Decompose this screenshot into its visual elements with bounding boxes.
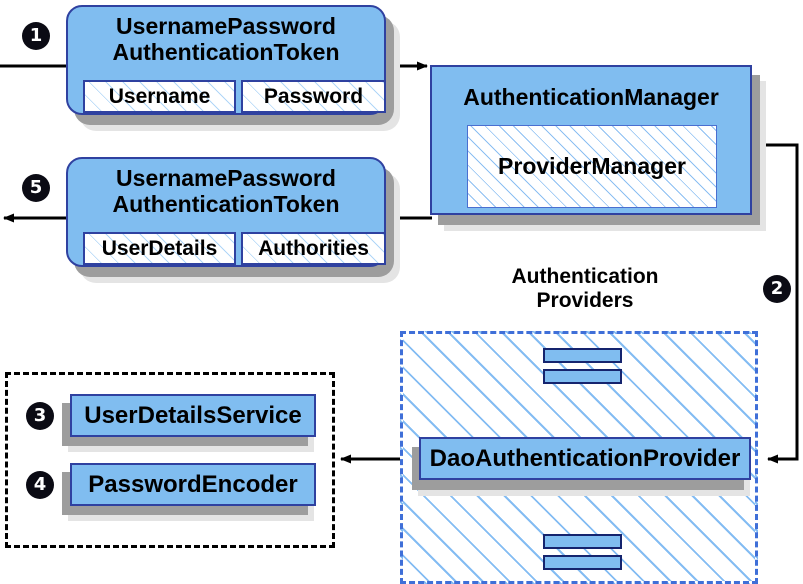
request-token-title-line1: UsernamePassword [116, 13, 336, 39]
authentication-manager[interactable]: AuthenticationManager ProviderManager [430, 65, 752, 215]
request-token-title: UsernamePassword AuthenticationToken [68, 13, 384, 66]
provider-manager[interactable]: ProviderManager [467, 125, 717, 208]
step-badge-2: 2 [763, 275, 791, 303]
user-details-service[interactable]: UserDetailsService [70, 394, 316, 437]
password-encoder[interactable]: PasswordEncoder [70, 463, 316, 506]
provider-placeholder-top-2[interactable] [543, 369, 622, 384]
authentication-manager-title: AuthenticationManager [463, 84, 719, 110]
authentication-providers-caption: Authentication Providers [460, 265, 710, 312]
provider-placeholder-bottom-2[interactable] [543, 555, 622, 570]
step-badge-1: 1 [22, 22, 50, 50]
response-token-title-line1: UsernamePassword [116, 165, 336, 191]
provider-placeholder-top-1[interactable] [543, 348, 622, 363]
providers-caption-line1: Authentication [511, 265, 659, 288]
services-container [5, 372, 335, 548]
provider-placeholder-bottom-1[interactable] [543, 534, 622, 549]
request-token[interactable]: UsernamePassword AuthenticationToken Use… [66, 5, 386, 115]
request-token-field-password[interactable]: Password [241, 80, 386, 113]
step-badge-3: 3 [26, 402, 54, 430]
response-token-title: UsernamePassword AuthenticationToken [68, 165, 384, 218]
step-badge-5: 5 [22, 174, 50, 202]
response-token-title-line2: AuthenticationToken [112, 190, 340, 217]
step-badge-4: 4 [26, 471, 54, 499]
request-token-field-username[interactable]: Username [83, 80, 236, 113]
dao-authentication-provider[interactable]: DaoAuthenticationProvider [419, 437, 751, 480]
providers-caption-line2: Providers [536, 288, 634, 312]
response-token-field-authorities[interactable]: Authorities [241, 232, 386, 265]
response-token[interactable]: UsernamePassword AuthenticationToken Use… [66, 157, 386, 267]
request-token-title-line2: AuthenticationToken [112, 38, 340, 65]
response-token-field-userdetails[interactable]: UserDetails [83, 232, 236, 265]
